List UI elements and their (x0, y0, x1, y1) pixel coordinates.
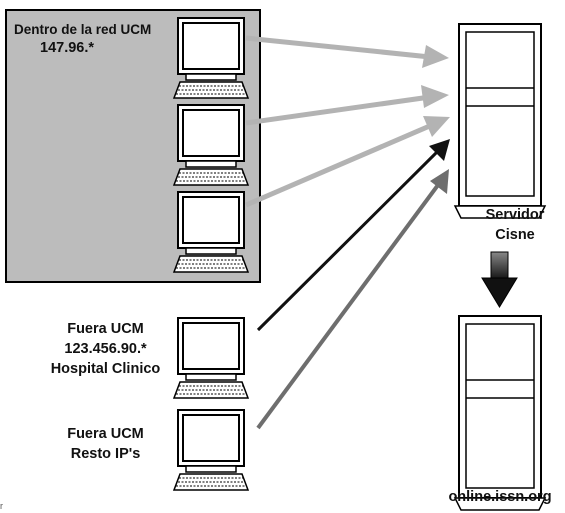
computer-icon (173, 17, 249, 99)
arrow-internal (245, 85, 449, 126)
computer-icon (173, 317, 249, 399)
hospital-host-label: Fuera UCM 123.456.90.* Hospital Clinico (38, 319, 173, 379)
other-ip-host-line: Fuera UCM (67, 426, 144, 442)
other-ip-host-line: Resto IP's (70, 446, 141, 462)
other-ip-host-label: Fuera UCM Resto IP's (38, 424, 173, 464)
computer-icon (173, 409, 249, 491)
arrow-internal (245, 116, 450, 208)
online-issn-label: online.issn.org (448, 489, 552, 505)
hospital-host-line: 123.456.90.* (64, 341, 147, 357)
arrow-other-ip (256, 169, 449, 430)
stray-mark: r (0, 501, 3, 511)
computer-icon (173, 104, 249, 186)
server-cisne-line: Cisne (495, 227, 535, 243)
computer-icon (173, 191, 249, 273)
server-icon (454, 23, 546, 219)
server-cisne-line: Servidor (485, 207, 545, 223)
server-cisne-label: Servidor Cisne (470, 205, 560, 245)
ucm-ip-range: 147.96.* (40, 40, 95, 56)
hospital-host-line: Hospital Clinico (50, 361, 161, 377)
hospital-host-line: Fuera UCM (67, 321, 144, 337)
arrow-hospital (256, 139, 450, 332)
server-icon (454, 315, 546, 511)
arrow-server-to-online (481, 251, 518, 308)
arrow-internal (245, 35, 449, 68)
ucm-network-title: Dentro de la red UCM (14, 22, 152, 37)
